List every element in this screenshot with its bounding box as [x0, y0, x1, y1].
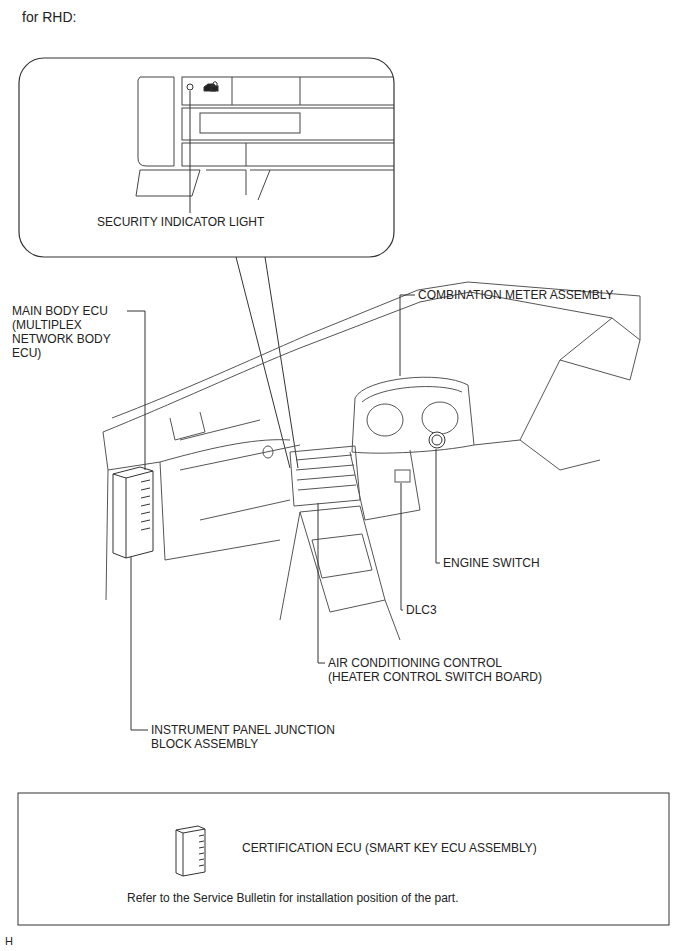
dashboard-drawing-part [290, 446, 360, 506]
certification-ecu-icon-part [176, 829, 205, 876]
callout-detail-part [200, 113, 300, 133]
callout-detail-part [258, 170, 270, 200]
part-label: AIR CONDITIONING CONTROL (HEATER CONTROL… [328, 656, 553, 684]
callout-bubble [19, 58, 394, 257]
note-box-frame [18, 793, 669, 925]
part-label: ENGINE SWITCH [443, 556, 540, 570]
callout-detail-part [182, 143, 394, 166]
dashboard-drawing-part [520, 440, 600, 470]
dashboard-drawing-part [362, 387, 462, 402]
dashboard-drawing-part [300, 506, 385, 612]
dashboard-drawing-part [296, 455, 356, 490]
part-label: MAIN BODY ECU (MULTIPLEX NETWORK BODY EC… [12, 304, 117, 360]
leader-lines-part [127, 311, 145, 470]
engine-switch-part [432, 435, 442, 445]
engine-switch-part [429, 432, 445, 448]
dashboard-drawing-part [312, 534, 372, 578]
node-text: Refer to the Service Bulletin for instal… [127, 891, 459, 905]
dashboard-drawing-part [560, 340, 640, 380]
dashboard-drawing-part [200, 500, 290, 520]
leader-lines-part [436, 449, 440, 563]
leader-lines-part [190, 91, 191, 213]
callout-bubble-node: SECURITY INDICATOR LIGHT [18, 57, 395, 258]
certification-ecu-icon-part [176, 826, 205, 876]
dashboard-drawing-part [180, 420, 260, 440]
callout-pointer-part [265, 257, 298, 468]
dashboard-drawing-part [395, 470, 410, 482]
part-label: COMBINATION METER ASSEMBLY [418, 288, 614, 302]
node-text: CERTIFICATION ECU (SMART KEY ECU ASSEMBL… [242, 841, 537, 855]
main-body-ecu-part [113, 471, 153, 558]
security-indicator-part [213, 82, 217, 87]
dashboard-drawing-part [280, 512, 300, 620]
dashboard-drawing-part [103, 432, 290, 470]
dashboard-drawing-part [385, 600, 400, 640]
node-text: SECURITY INDICATOR LIGHT [97, 215, 264, 229]
dashboard-drawing-part [367, 404, 403, 436]
leader-lines [127, 91, 440, 730]
dashboard-drawing-part [170, 412, 205, 440]
callout-detail-part [138, 77, 174, 166]
security-indicator-part [187, 84, 193, 90]
dashboard-drawing-part [180, 445, 300, 470]
certification-ecu-icon [176, 826, 205, 876]
main-body-ecu [113, 467, 153, 558]
dashboard-drawing-part [160, 462, 165, 560]
main-body-ecu-part [113, 467, 153, 558]
dashboard-drawing-part [103, 292, 612, 432]
callout-detail-part [182, 108, 394, 140]
leader-lines-part [318, 503, 325, 663]
part-label: DLC3 [406, 603, 437, 617]
callout-detail [136, 77, 394, 200]
diagram-title: for RHD: [22, 9, 76, 25]
callout-detail-part [182, 77, 394, 105]
callout-detail-part [232, 77, 233, 105]
main-body-ecu-part [141, 480, 150, 530]
callout-detail-part [300, 77, 301, 105]
dashboard-drawing-part [474, 318, 612, 445]
dashboard-drawing-part [112, 282, 468, 418]
dashboard-drawing-part [352, 377, 474, 453]
note-box: CERTIFICATION ECU (SMART KEY ECU ASSEMBL… [18, 793, 669, 925]
part-label: INSTRUMENT PANEL JUNCTION BLOCK ASSEMBLY [151, 723, 356, 751]
security-indicator [187, 82, 218, 92]
figure-code: H [5, 934, 13, 948]
dashboard-drawing-part [106, 470, 108, 600]
engine-switch [429, 432, 445, 448]
dashboard-drawing-part [165, 540, 280, 560]
leader-lines-part [400, 295, 415, 376]
security-indicator-part [211, 86, 218, 91]
callout-detail-part [206, 170, 246, 195]
dashboard-drawing-part [422, 402, 458, 434]
dashboard-drawing [103, 282, 640, 640]
leader-lines-part [401, 483, 403, 610]
dashboard-drawing-part [612, 318, 640, 340]
leader-lines-part [131, 557, 148, 730]
callout-detail-part [250, 170, 394, 171]
callout-detail-part [246, 143, 247, 166]
certification-ecu-icon-part [199, 835, 204, 866]
